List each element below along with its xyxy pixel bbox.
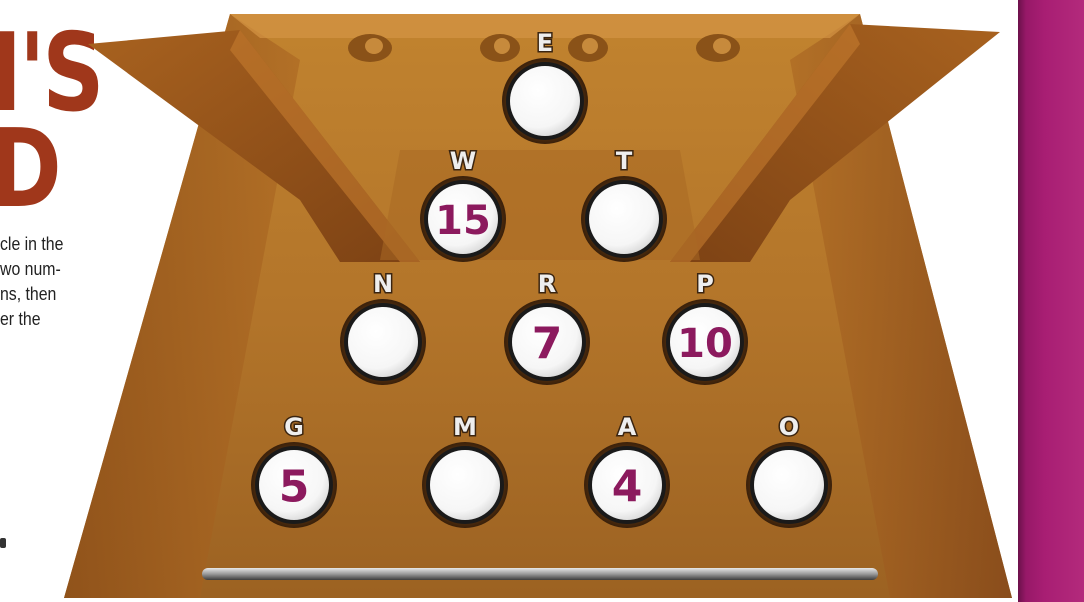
peg-label: A <box>618 413 637 441</box>
peg-ball[interactable] <box>430 450 500 520</box>
peg-value: 7 <box>532 319 563 370</box>
peg-value: 15 <box>435 198 491 244</box>
peg-label: E <box>537 29 553 57</box>
peg-value: 5 <box>279 462 310 513</box>
peg-ball[interactable] <box>348 307 418 377</box>
peg-label: G <box>284 413 304 441</box>
peg-label: P <box>696 270 714 298</box>
peg-label: R <box>538 270 556 298</box>
side-color-band <box>1018 0 1084 602</box>
side-band-shadow <box>1018 0 1026 602</box>
peg-label: O <box>779 413 799 441</box>
peg-label: N <box>373 270 393 298</box>
peg-value: 4 <box>612 462 643 513</box>
bottom-rail <box>202 568 878 580</box>
peg-ball[interactable] <box>589 184 659 254</box>
peg-ball[interactable] <box>510 66 580 136</box>
peg-ball[interactable] <box>754 450 824 520</box>
peg-label: M <box>453 413 477 441</box>
peg-label: W <box>450 147 476 175</box>
peg-value: 10 <box>677 321 733 367</box>
peg-label: T <box>616 147 633 175</box>
